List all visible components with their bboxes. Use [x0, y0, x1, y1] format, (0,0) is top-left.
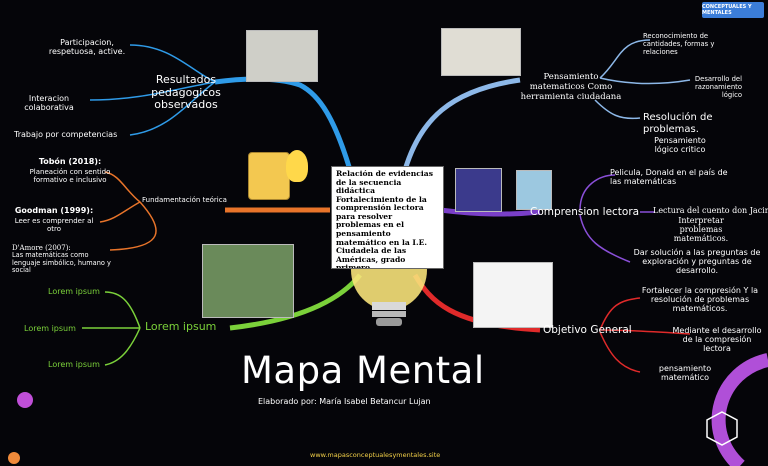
branch-line-lorem — [229, 273, 362, 331]
site-logo: CONCEPTUALES Y MENTALES — [702, 2, 764, 18]
sub-line-lorem — [82, 291, 141, 366]
photo-story-illustration — [516, 170, 552, 210]
sub-line-fundamentacion — [99, 171, 157, 251]
resultados-item: Interacion colaborativa — [24, 94, 74, 113]
sub-line-pensamiento — [594, 39, 691, 120]
photo-students-activities — [202, 244, 294, 318]
branch-label-comprension: Comprension lectora — [530, 206, 640, 218]
objetivo-item: Fortalecer la compresión Y la resolución… — [641, 286, 759, 314]
lightbulb-small-icon — [286, 150, 308, 182]
fundamentacion-author: Goodman (1999): — [14, 206, 94, 215]
comprension-item: Lectura del cuento don Jacinto — [653, 206, 768, 215]
pensamiento-item: Reconocimiento de cantidades, formas y r… — [643, 32, 715, 56]
branch-line-comprension — [439, 207, 541, 217]
objetivo-item: Mediante el desarrollo de la compresión … — [672, 326, 762, 354]
decor-hexagon — [706, 411, 738, 446]
page-title: Mapa Mental — [241, 349, 485, 392]
lorem-item: Lorem ipsum — [48, 287, 100, 296]
branch-line-resultados — [214, 76, 353, 171]
fundamentacion-author: D'Amore (2007): — [12, 244, 71, 252]
resultados-item: Participacion, respetuosa, active. — [48, 38, 126, 57]
branch-label-resultados: Resultados pedagogicos observados — [151, 73, 221, 112]
photo-worksheet — [441, 28, 521, 76]
comprension-item: Interpretar problemas matemáticos. — [673, 216, 729, 244]
resultados-item: Trabajo por competencias — [14, 130, 118, 139]
objetivo-item: pensamiento matemático — [658, 364, 712, 383]
branch-label-objetivo: Objetivo General — [543, 324, 632, 336]
lorem-item: Lorem ipsum — [24, 324, 76, 333]
decor-circle-orange — [8, 452, 20, 464]
lorem-item: Lorem ipsum — [48, 360, 100, 369]
fundamentacion-text: Planeación con sentido formativo e inclu… — [29, 168, 111, 185]
fundamentacion-author: Tobón (2018): — [38, 157, 102, 166]
sub-line-objetivo — [599, 297, 691, 373]
comprension-item: Pelicula, Donald en el país de las matem… — [610, 168, 728, 187]
photo-movie-donald — [455, 168, 502, 212]
sub-line-resultados — [89, 44, 216, 136]
comprension-item: Dar solución a las preguntas de explorac… — [633, 248, 761, 276]
pensamiento-item: Pensamiento lógico critico — [654, 136, 706, 155]
fundamentacion-text: Leer es comprender al otro — [14, 217, 94, 234]
photo-document-page — [473, 262, 553, 328]
branch-label-fundamentacion: Fundamentación teórica — [142, 196, 227, 204]
pensamiento-item: Desarrollo del razonamiento lógico — [694, 75, 742, 99]
central-topic: Relación de evidencias de la secuencia d… — [331, 166, 444, 269]
pensamiento-item: Resolución de problemas. — [643, 112, 713, 135]
branch-label-lorem: Lorem ipsum — [145, 320, 217, 333]
branch-line-pensamiento — [402, 77, 521, 171]
photo-classwork-notebooks — [246, 30, 318, 82]
website-link[interactable]: www.mapasconceptualesymentales.site — [310, 451, 441, 459]
decor-circle-pink — [17, 392, 33, 408]
fundamentacion-text: Las matemáticas como lenguaje simbólico,… — [12, 251, 111, 275]
decor-arc-purple — [711, 353, 768, 466]
document-icon — [248, 152, 290, 200]
sub-line-comprension — [579, 174, 655, 263]
branch-label-pensamiento: Pensamiento matematicos Como herramienta… — [520, 72, 622, 102]
author-credit: Elaborado por: María Isabel Betancur Luj… — [258, 397, 431, 406]
